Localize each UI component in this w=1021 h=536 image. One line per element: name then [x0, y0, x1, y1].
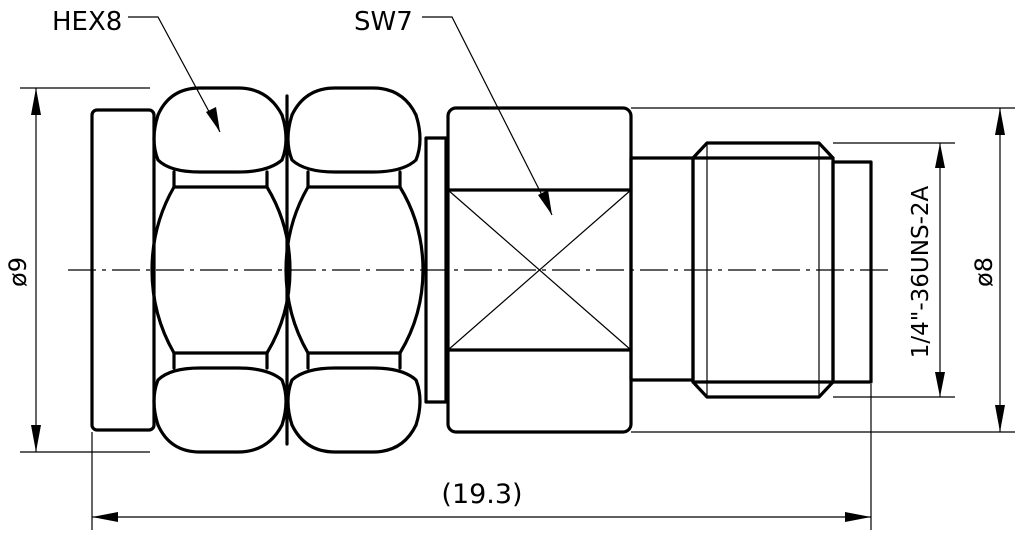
hex-nut-2 — [284, 86, 425, 454]
right-diameter-dimension — [995, 108, 1005, 432]
sw-label: SW7 — [354, 7, 413, 37]
sw-leader — [422, 16, 553, 216]
length-dimension — [92, 512, 871, 522]
hex-leader — [128, 16, 221, 133]
left-flange — [90, 108, 156, 432]
thread-label: 1/4"-36UNS-2A — [908, 186, 934, 359]
right-diameter-label: ø8 — [970, 257, 998, 287]
hex-label: HEX8 — [52, 7, 122, 37]
neck — [424, 136, 448, 404]
thread-body — [629, 141, 873, 399]
hex-nut-1 — [150, 86, 292, 454]
thread-dimension — [935, 143, 945, 397]
left-diameter-dimension — [31, 88, 41, 452]
left-diameter-label: ø9 — [4, 257, 32, 287]
length-label: (19.3) — [441, 479, 522, 510]
